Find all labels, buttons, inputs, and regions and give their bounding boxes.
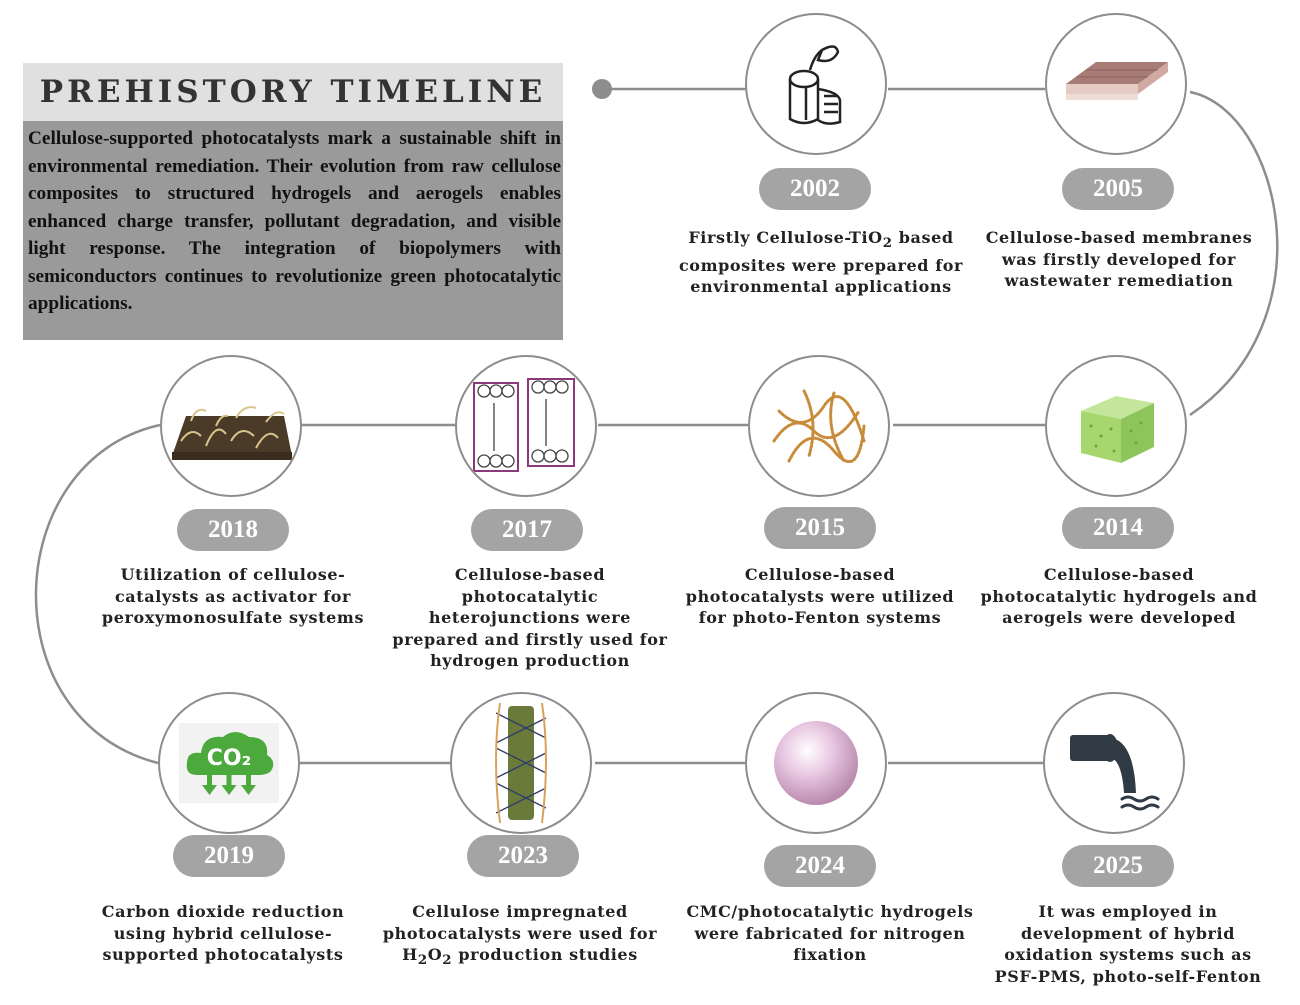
event-description-2017: Cellulose-based photocatalytic heterojun… [392,565,668,670]
event-description-2015: Cellulose-based photocatalysts were util… [685,565,955,627]
co2-label: CO₂ [207,746,251,771]
event-description-2005: Cellulose-based membranes was firstly de… [985,228,1253,290]
page-title: PREHISTORY TIMELINE [23,63,563,121]
membrane-layers-icon [1045,13,1187,155]
straw-block-icon [160,355,302,497]
event-description-2025: It was employed in development of hybrid… [994,902,1262,986]
event-description-2018: Utilization of cellulose-catalysts as ac… [101,565,365,627]
intro-text: Cellulose-supported photocatalysts mark … [28,128,561,314]
event-description-2002: Firstly Cellulose-TiO2 based composites … [678,228,964,297]
event-description-2014: Cellulose-based photocatalytic hydrogels… [980,565,1258,627]
hydrogel-sphere-icon [745,692,887,834]
timeline-start-dot [592,79,612,99]
year-badge-2024: 2024 [764,845,876,887]
event-description-2023: Cellulose impregnated photocatalysts wer… [382,902,658,969]
paper-roll-leaf-icon [745,13,887,155]
intro-panel: PREHISTORY TIMELINE Cellulose-supported … [23,63,563,340]
heterojunction-band-icon [455,355,597,497]
year-badge-2002: 2002 [759,168,871,210]
year-badge-2025: 2025 [1062,845,1174,887]
year-badge-2015: 2015 [764,507,876,549]
pipe-discharge-icon [1043,692,1185,834]
year-badge-2017: 2017 [471,509,583,551]
year-badge-2005: 2005 [1062,168,1174,210]
event-description-2024: CMC/photocatalytic hydrogels were fabric… [686,902,974,964]
event-description-2019: Carbon dioxide reduction using hybrid ce… [101,902,345,964]
fiber-bundle-icon [450,692,592,834]
year-badge-2018: 2018 [177,509,289,551]
green-sponge-icon [1045,355,1187,497]
year-badge-2023: 2023 [467,835,579,877]
fiber-network-icon [748,355,890,497]
co2-cloud-icon: CO₂ [158,692,300,834]
connector-curve-2005-2014 [1189,90,1279,417]
year-badge-2014: 2014 [1062,507,1174,549]
year-badge-2019: 2019 [173,835,285,877]
connector-curve-2018-2019 [34,423,161,765]
